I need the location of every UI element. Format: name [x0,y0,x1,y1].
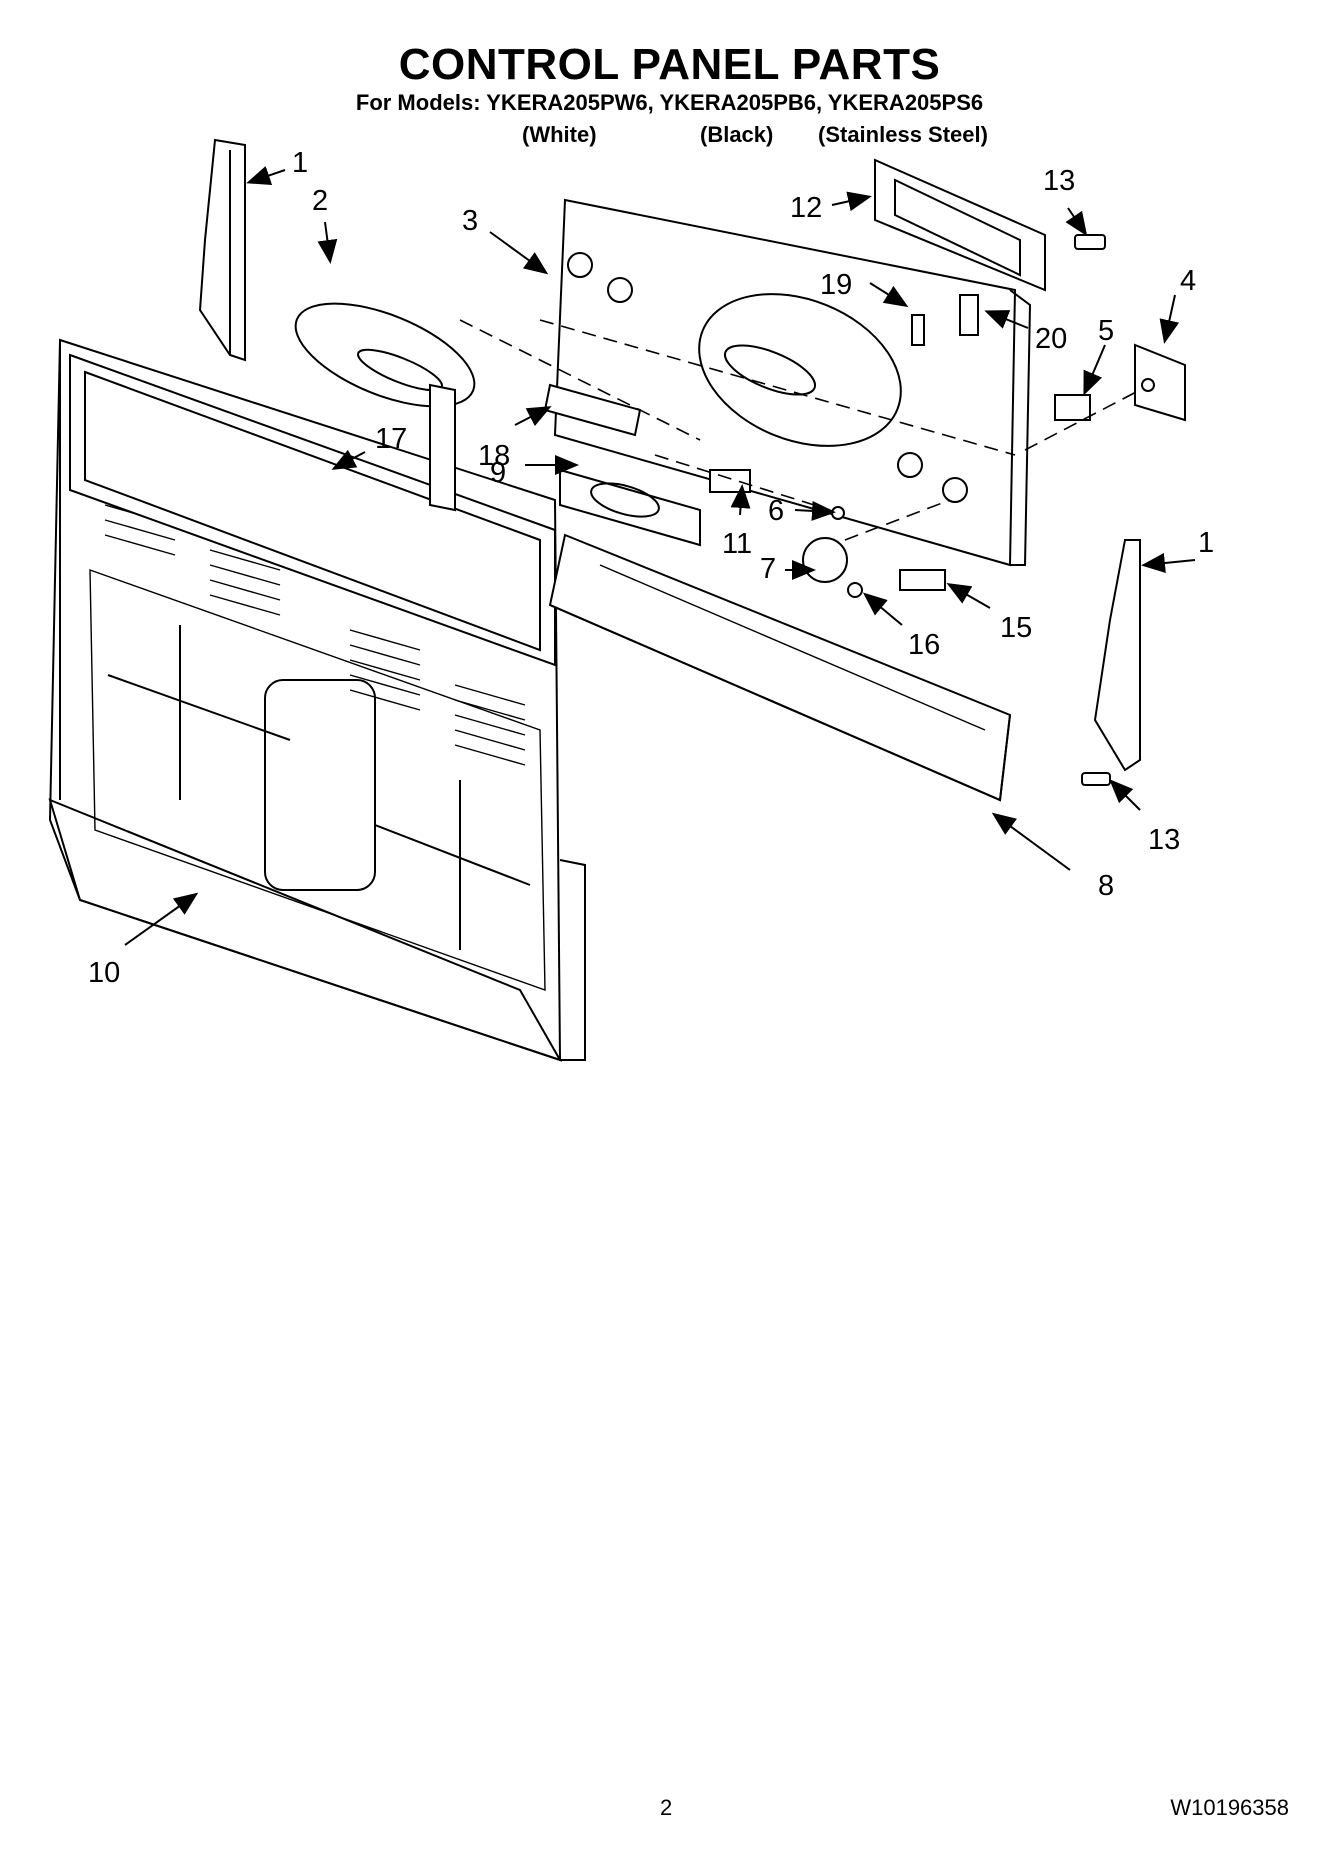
callout-13-bottom: 13 [1148,824,1180,856]
callout-3: 3 [462,205,478,237]
callout-13-top: 13 [1043,165,1075,197]
callout-17: 17 [375,423,407,455]
callout-9: 9 [490,457,506,489]
connector-part [959,294,979,336]
callout-15: 15 [1000,612,1032,644]
callout-7: 7 [760,553,776,585]
screw-16-part [847,582,863,598]
gasket-part [69,353,556,667]
leader-arrows [124,166,1196,946]
display-bezel-part [874,158,1046,292]
model-list: For Models: YKERA205PW6, YKERA205PB6, YK… [355,90,984,115]
spacer-part [911,314,925,346]
callout-1-left: 1 [292,147,308,179]
callout-11: 11 [722,528,752,560]
callout-6: 6 [768,495,784,527]
callout-8: 8 [1098,870,1114,902]
screw-bottom-part [1081,772,1111,786]
page-title: CONTROL PANEL PARTS [398,40,941,89]
end-cap-left-part [198,138,246,362]
callout-2: 2 [312,185,328,217]
screw-6-part [831,506,845,520]
callout-1-right: 1 [1198,527,1214,559]
screw-top-part [1074,234,1106,250]
switch-right-part [899,569,946,591]
callout-16: 16 [908,629,940,661]
knob-part [802,537,848,583]
variant-white: (White) [522,122,597,147]
callout-4: 4 [1180,265,1196,297]
document-number: W10196358 [1170,1795,1289,1820]
callout-18: 18 [478,440,510,472]
assembly-lines [459,319,1141,541]
electronic-board-part [559,468,701,547]
display-holder-part [543,383,642,437]
relay-part [1054,394,1091,421]
overlay-part [294,302,476,512]
variant-black: (Black) [700,122,774,147]
variant-stainless: (Stainless Steel) [818,122,988,147]
callout-10: 10 [88,957,120,989]
callout-12: 12 [790,192,822,224]
callout-19: 19 [820,269,852,301]
switch-part [709,469,751,493]
switch-block-part [1134,343,1186,422]
page-number: 2 [660,1795,673,1820]
callout-20: 20 [1035,323,1067,355]
callout-5: 5 [1098,315,1114,347]
support-channel-part [548,533,1012,802]
end-cap-right-part [1093,539,1141,772]
